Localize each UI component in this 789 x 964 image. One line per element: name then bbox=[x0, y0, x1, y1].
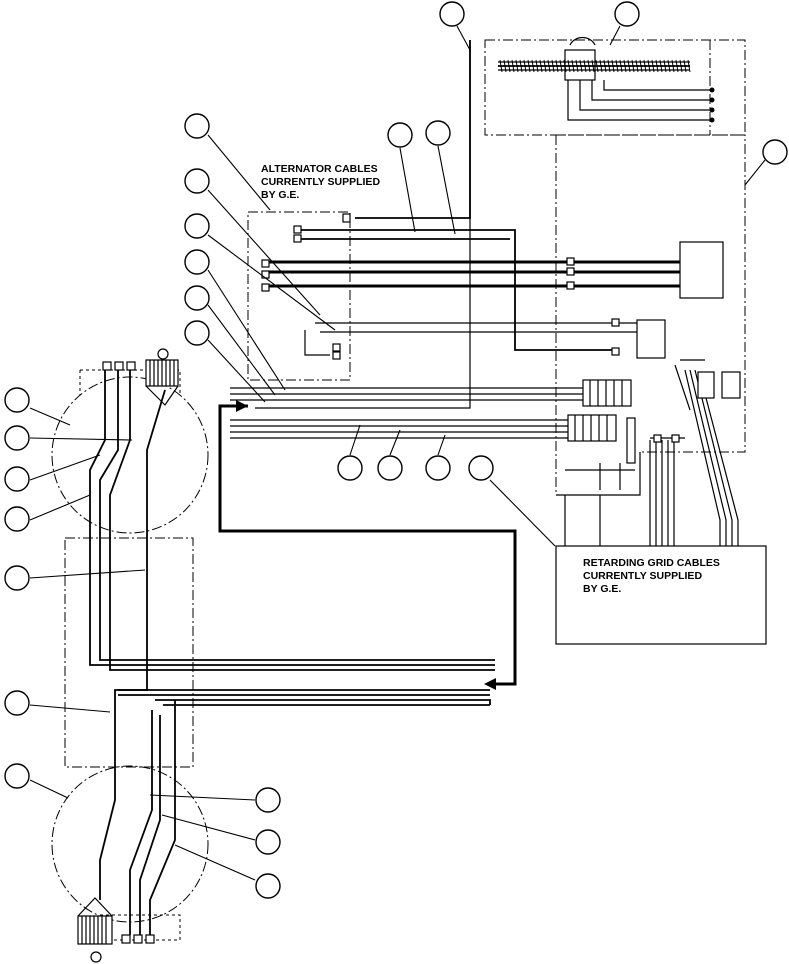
callout-balloon bbox=[387, 122, 413, 148]
callout-balloon bbox=[425, 120, 451, 146]
callout-balloon bbox=[184, 249, 210, 275]
alternator-note-line-1: ALTERNATOR CABLES bbox=[261, 163, 378, 175]
callout-balloon bbox=[4, 425, 30, 451]
callout-balloons bbox=[4, 1, 788, 899]
callout-balloon bbox=[614, 1, 640, 27]
callout-balloon bbox=[4, 690, 30, 716]
callout-balloon bbox=[184, 285, 210, 311]
retarding-grid-box bbox=[555, 545, 767, 645]
relay-box bbox=[636, 319, 666, 359]
callout-balloon bbox=[184, 213, 210, 239]
callout-balloon bbox=[184, 113, 210, 139]
callout-balloon bbox=[439, 1, 465, 27]
callout-balloon bbox=[255, 873, 281, 899]
callout-balloon bbox=[762, 139, 788, 165]
callout-balloon bbox=[4, 466, 30, 492]
callout-balloon bbox=[4, 763, 30, 789]
leader-lines bbox=[29, 25, 766, 881]
callout-balloon bbox=[425, 455, 451, 481]
alternator-note-line-2: CURRENTLY SUPPLIED bbox=[261, 176, 380, 188]
alternator-box bbox=[247, 211, 351, 381]
motor-wiring bbox=[77, 348, 495, 963]
retarding-note-line-3: BY G.E. bbox=[583, 583, 621, 595]
callout-balloon bbox=[184, 168, 210, 194]
callout-balloon bbox=[337, 455, 363, 481]
center-frame-outline bbox=[64, 537, 194, 768]
callout-balloon bbox=[255, 829, 281, 855]
retarding-note-line-1: RETARDING GRID CABLES bbox=[583, 557, 720, 569]
top-motor-frame bbox=[79, 369, 181, 395]
coil-assembly bbox=[498, 36, 715, 123]
retarding-note-line-2: CURRENTLY SUPPLIED bbox=[583, 570, 702, 582]
contactor-box bbox=[679, 241, 724, 299]
callout-balloon bbox=[255, 787, 281, 813]
top-component-box bbox=[484, 39, 746, 136]
enclosure-outlines bbox=[51, 39, 767, 941]
harness-lines bbox=[218, 40, 741, 690]
callout-balloon bbox=[377, 455, 403, 481]
alternator-connectors bbox=[261, 213, 620, 360]
callout-balloon bbox=[184, 320, 210, 346]
callout-balloon bbox=[4, 387, 30, 413]
callout-balloon bbox=[468, 455, 494, 481]
alternator-note-line-3: BY G.E. bbox=[261, 189, 299, 201]
callout-balloon bbox=[4, 565, 30, 591]
callout-balloon bbox=[4, 506, 30, 532]
